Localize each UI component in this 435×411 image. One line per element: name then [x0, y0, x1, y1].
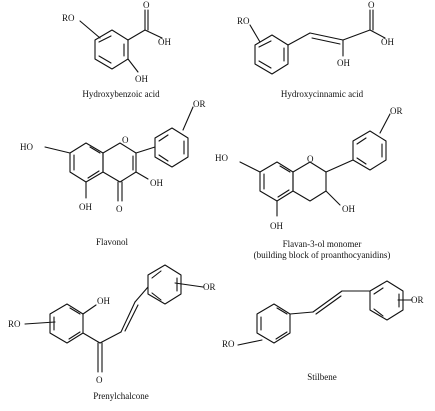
flavonol-structure: HO O OH OH O OR Flavonol [20, 99, 206, 247]
hca-acid-oh-label: OH [381, 37, 394, 47]
hca-o-label: O [368, 0, 375, 10]
flavanol-ho-label: HO [215, 153, 228, 163]
hca-caption: Hydroxycinnamic acid [281, 89, 364, 99]
flavonol-caption: Flavonol [96, 237, 129, 247]
flavonol-ring-o-label: O [122, 135, 129, 145]
flavonol-keto-o-label: O [116, 204, 123, 214]
flavonol-5-oh-label: OH [79, 202, 92, 212]
hydroxybenzoic-acid-structure: RO O OH OH Hydroxybenzoic acid [62, 0, 171, 99]
chalcone-o-label: O [96, 375, 103, 385]
flavonol-or-label: OR [193, 99, 206, 109]
stilbene-caption: Stilbene [307, 372, 337, 382]
chalcone-or-label: OR [203, 282, 216, 292]
hydroxycinnamic-acid-structure: RO O OH OH Hydroxycinnamic acid [237, 0, 394, 99]
prenylchalcone-structure: OH RO O OR Prenylchalcone [8, 264, 216, 401]
hba-caption: Hydroxybenzoic acid [82, 89, 160, 99]
flavanol-caption-subtitle: (building block of proanthocyanidins) [254, 250, 391, 260]
hba-oh-label: OH [135, 74, 148, 84]
flavanol-ring-o-label: O [307, 154, 314, 164]
hba-o-label: O [143, 0, 150, 10]
flavonol-3-oh-label: OH [150, 178, 163, 188]
stilbene-or-label: OR [411, 295, 424, 305]
flavonol-ho-label: HO [20, 142, 33, 152]
flavanol-3-oh-label: OH [342, 204, 355, 214]
stilbene-structure: OR RO Stilbene [222, 280, 424, 382]
flavanol-5-oh-label: OH [270, 221, 283, 231]
hca-oh-label: OH [337, 58, 350, 68]
chalcone-caption: Prenylchalcone [93, 391, 148, 401]
hca-ro-label: RO [237, 16, 250, 26]
flavanol-caption: Flavan-3-ol monomer [283, 239, 362, 249]
hba-ro-label: RO [62, 13, 75, 23]
flavanol-or-label: OR [390, 106, 403, 116]
chalcone-ro-label: RO [8, 319, 21, 329]
hba-acid-oh-label: OH [158, 37, 171, 47]
chalcone-oh-label: OH [97, 296, 110, 306]
flavan-3-ol-structure: HO O OH OH OR Flavan-3-ol monomer (build… [215, 106, 403, 260]
stilbene-ro-label: RO [222, 339, 235, 349]
